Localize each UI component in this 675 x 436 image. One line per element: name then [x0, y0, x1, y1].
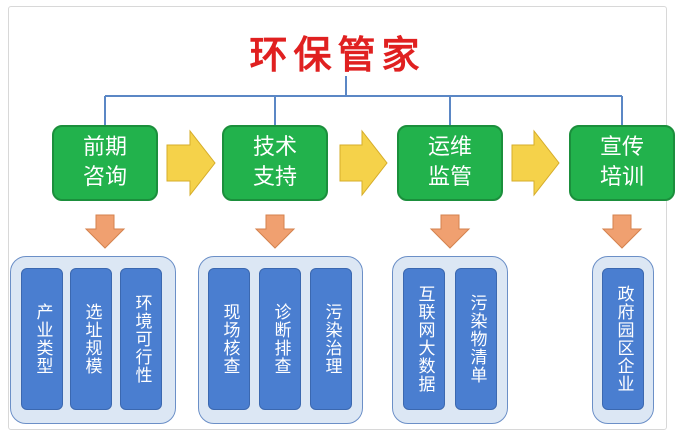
item-internet-big-data: 互联网大数据	[403, 268, 445, 410]
item-industry-type: 产业类型	[21, 268, 63, 410]
stage-tech-support: 技术 支持	[222, 125, 328, 201]
item-pollutant-inventory: 污染物清单	[455, 268, 497, 410]
stage-label: 技术 支持	[252, 135, 297, 190]
item-diagnosis: 诊断排查	[259, 268, 301, 410]
arrow-down-4	[601, 214, 643, 249]
item-pollution-treatment: 污染治理	[310, 268, 352, 410]
arrow-right-1	[166, 129, 216, 197]
arrow-right-2	[339, 129, 388, 197]
diagram-title: 环保管家	[249, 33, 426, 77]
stage-consulting: 前期 咨询	[52, 125, 158, 201]
arrow-down-3	[429, 214, 471, 249]
item-site-inspection: 现场核查	[208, 268, 250, 410]
stage-training: 宣传 培训	[569, 125, 675, 201]
stage-label: 前期 咨询	[82, 135, 127, 190]
stage-label: 宣传 培训	[599, 135, 644, 190]
item-gov-park-enterprise: 政府园区企业	[602, 268, 644, 410]
item-env-feasibility: 环境可行性	[120, 268, 162, 410]
arrow-down-2	[254, 214, 296, 249]
arrow-right-3	[511, 129, 560, 197]
item-site-scale: 选址规模	[70, 268, 112, 410]
stage-operations: 运维 监管	[397, 125, 503, 201]
stage-label: 运维 监管	[427, 135, 472, 190]
arrow-down-1	[84, 214, 126, 249]
